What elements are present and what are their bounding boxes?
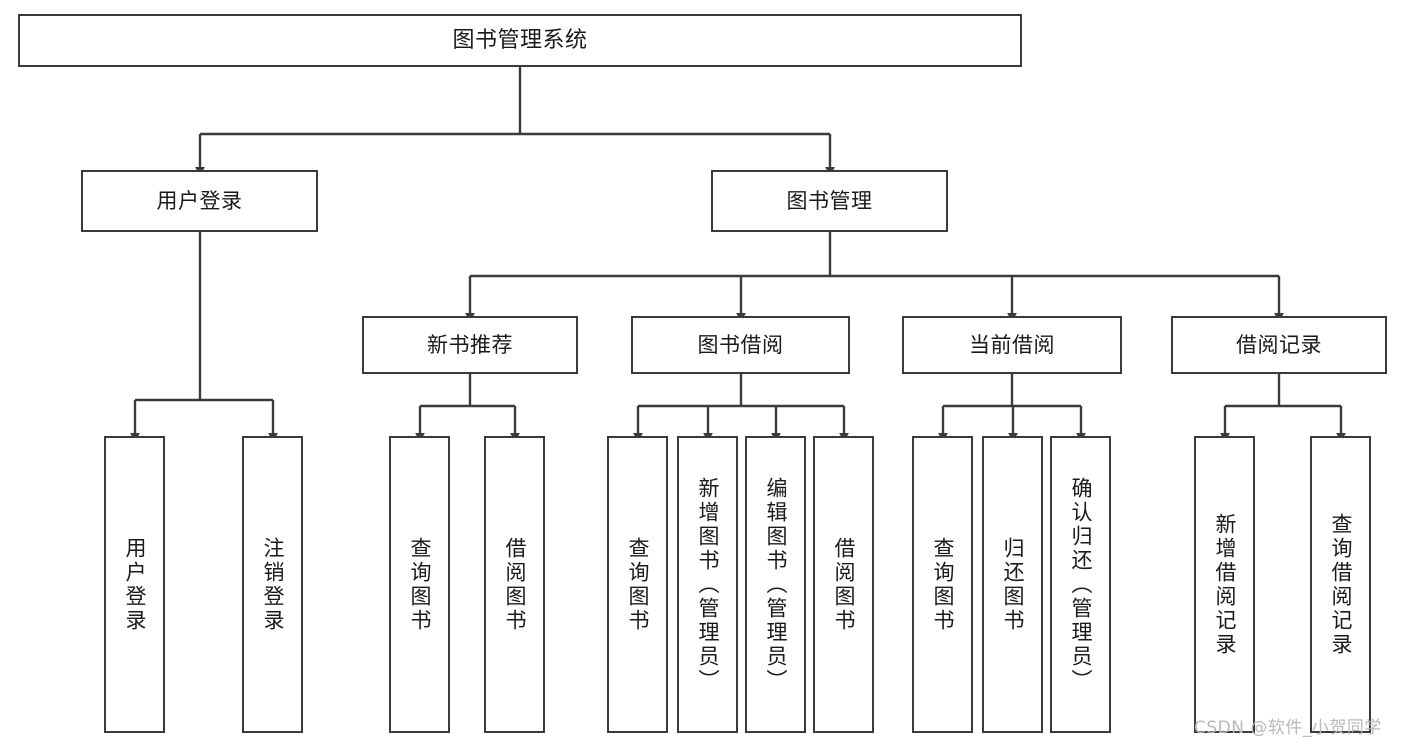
node-book-borrow[interactable]: 图书借阅 bbox=[631, 316, 850, 374]
node-label: 用户登录 bbox=[156, 188, 243, 213]
node-new-book-rec[interactable]: 新书推荐 bbox=[362, 316, 578, 374]
node-leaf-borrow-2[interactable]: 借阅图书 bbox=[813, 436, 874, 733]
node-label: 新增借阅记录 bbox=[1213, 512, 1237, 657]
node-label: 新增图书（管理员） bbox=[696, 476, 720, 693]
node-label: 图书借阅 bbox=[697, 332, 784, 357]
node-label: 确认归还（管理员） bbox=[1069, 476, 1093, 693]
node-label: 查询图书 bbox=[408, 536, 432, 633]
node-label: 编辑图书（管理员） bbox=[764, 476, 788, 693]
node-label: 当前借阅 bbox=[969, 332, 1055, 357]
node-label: 注销登录 bbox=[261, 536, 285, 633]
node-label: 查询图书 bbox=[626, 536, 650, 633]
node-label: 图书管理 bbox=[786, 188, 873, 213]
node-leaf-query-3[interactable]: 查询图书 bbox=[912, 436, 973, 733]
node-leaf-query-2[interactable]: 查询图书 bbox=[607, 436, 668, 733]
node-label: 借阅图书 bbox=[832, 536, 856, 633]
node-leaf-query-rec[interactable]: 查询借阅记录 bbox=[1310, 436, 1371, 733]
node-leaf-return[interactable]: 归还图书 bbox=[982, 436, 1043, 733]
node-leaf-logout[interactable]: 注销登录 bbox=[242, 436, 303, 733]
node-label: 查询借阅记录 bbox=[1329, 512, 1353, 657]
node-borrow-record[interactable]: 借阅记录 bbox=[1171, 316, 1387, 374]
node-leaf-query-1[interactable]: 查询图书 bbox=[389, 436, 450, 733]
node-label: 图书管理系统 bbox=[452, 27, 588, 53]
node-label: 查询图书 bbox=[931, 536, 955, 633]
node-root[interactable]: 图书管理系统 bbox=[18, 14, 1022, 67]
node-label: 借阅记录 bbox=[1236, 332, 1322, 357]
node-user-login[interactable]: 用户登录 bbox=[81, 170, 318, 232]
node-leaf-confirm[interactable]: 确认归还（管理员） bbox=[1050, 436, 1111, 733]
node-leaf-user-login[interactable]: 用户登录 bbox=[104, 436, 165, 733]
node-current-borrow[interactable]: 当前借阅 bbox=[902, 316, 1122, 374]
node-label: 借阅图书 bbox=[503, 536, 527, 633]
node-label: 归还图书 bbox=[1001, 536, 1025, 633]
node-label: 新书推荐 bbox=[427, 332, 513, 357]
node-leaf-borrow-1[interactable]: 借阅图书 bbox=[484, 436, 545, 733]
node-label: 用户登录 bbox=[123, 536, 147, 633]
node-leaf-add-rec[interactable]: 新增借阅记录 bbox=[1194, 436, 1255, 733]
node-leaf-edit-book[interactable]: 编辑图书（管理员） bbox=[745, 436, 806, 733]
node-leaf-add-book[interactable]: 新增图书（管理员） bbox=[677, 436, 738, 733]
node-book-manage[interactable]: 图书管理 bbox=[711, 170, 948, 232]
